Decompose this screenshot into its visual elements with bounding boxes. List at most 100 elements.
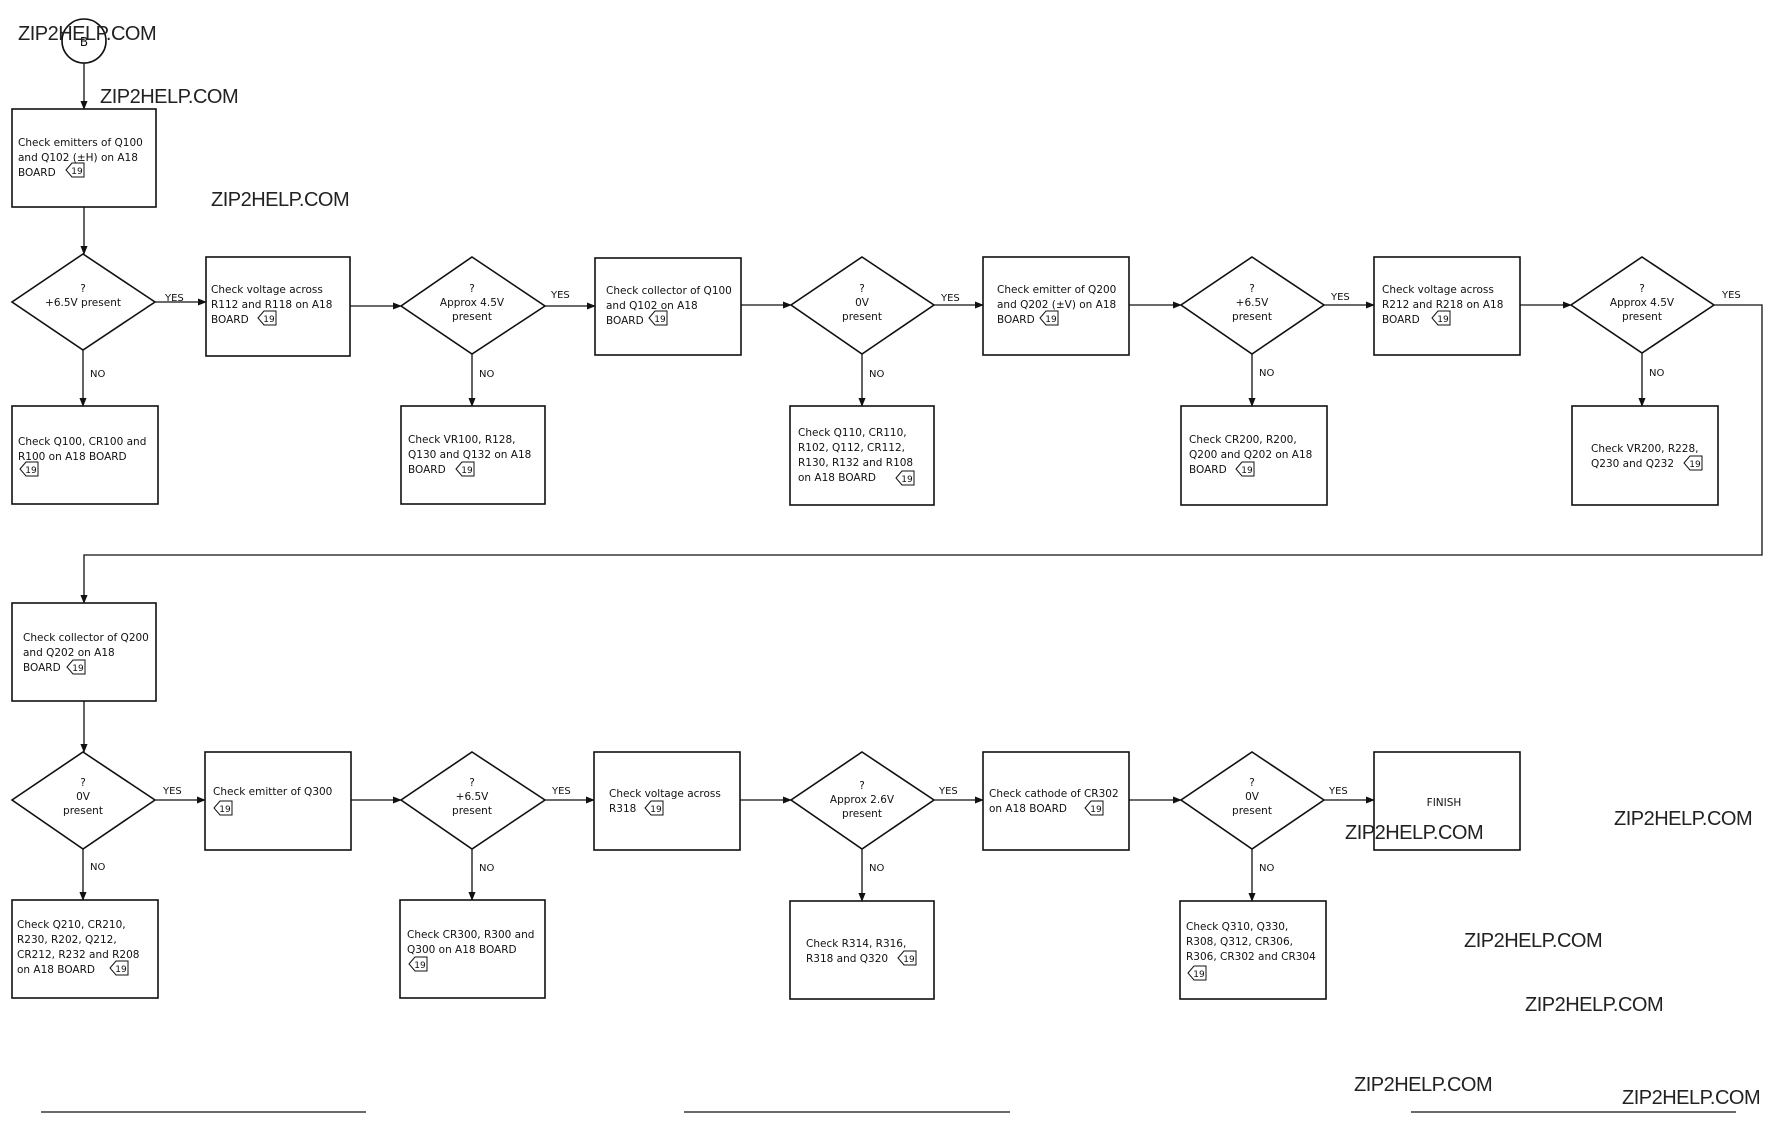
- svg-text:Check VR100, R128,Q130 and Q13: Check VR100, R128,Q130 and Q132 on A18BO…: [408, 434, 531, 476]
- board-ref-marker: 19: [1039, 310, 1059, 326]
- board-ref-marker: 19: [1235, 461, 1255, 477]
- svg-text:19: 19: [1241, 466, 1253, 476]
- no-label: NO: [1649, 368, 1664, 379]
- no-label: NO: [90, 369, 105, 380]
- svg-text:19: 19: [263, 315, 275, 325]
- board-ref-marker: 19: [66, 659, 86, 675]
- svg-text:Check CR200, R200,Q200 and Q20: Check CR200, R200,Q200 and Q202 on A18BO…: [1189, 434, 1312, 476]
- board-ref-marker: 19: [644, 800, 664, 816]
- svg-text:Check Q210, CR210,R230, R202,: Check Q210, CR210,R230, R202, Q212,CR212…: [17, 919, 139, 976]
- yes-label: YES: [940, 293, 960, 304]
- svg-text:19: 19: [901, 475, 913, 485]
- row1-branch-labels: YES NO YES NO YES NO YES NO YES NO: [90, 290, 1741, 380]
- svg-text:19: 19: [219, 805, 231, 815]
- no-label: NO: [1259, 368, 1274, 379]
- svg-text:19: 19: [1689, 460, 1701, 470]
- svg-text:19: 19: [1090, 805, 1102, 815]
- board-ref-marker: 19: [1431, 310, 1451, 326]
- svg-text:19: 19: [1193, 970, 1205, 980]
- board-ref-marker: 19: [895, 470, 915, 486]
- watermarks: ZIP2HELP.COM ZIP2HELP.COM ZIP2HELP.COM Z…: [18, 23, 1761, 1109]
- svg-text:Check emitter of Q300: Check emitter of Q300: [213, 786, 332, 798]
- yes-label: YES: [1328, 786, 1348, 797]
- board-ref-marker: 19: [19, 461, 39, 477]
- no-label: NO: [869, 863, 884, 874]
- board-ref-marker: 19: [897, 950, 917, 966]
- watermark: ZIP2HELP.COM: [211, 189, 349, 211]
- box-check-emitter-q300: Check emitter of Q300 19: [204, 751, 352, 851]
- svg-text:19: 19: [72, 664, 84, 674]
- svg-text:Check Q110, CR110,R102, Q112,: Check Q110, CR110,R102, Q112, CR112,R130…: [798, 427, 913, 484]
- start-connector: B: [61, 18, 107, 64]
- board-ref-marker: 19: [65, 162, 85, 178]
- svg-text:19: 19: [115, 965, 127, 975]
- svg-text:19: 19: [414, 961, 426, 971]
- row2-connectors: [79, 701, 1375, 902]
- board-ref-marker: 19: [1187, 965, 1207, 981]
- svg-text:FINISH: FINISH: [1427, 797, 1462, 809]
- decision-6-5v-present: ?+6.5V present: [10, 253, 157, 351]
- box-check-q210-cr210-r230: Check Q210, CR210,R230, R202, Q212,CR212…: [11, 899, 159, 999]
- svg-text:19: 19: [650, 805, 662, 815]
- board-ref-marker: 19: [408, 956, 428, 972]
- yes-label: YES: [162, 786, 182, 797]
- watermark: ZIP2HELP.COM: [100, 86, 238, 108]
- svg-text:?+6.5V present: ?+6.5V present: [45, 283, 121, 309]
- watermark: ZIP2HELP.COM: [1345, 822, 1483, 844]
- watermark: ZIP2HELP.COM: [18, 23, 156, 45]
- svg-text:19: 19: [1437, 315, 1449, 325]
- yes-label: YES: [1330, 292, 1350, 303]
- svg-text:19: 19: [1045, 315, 1057, 325]
- yes-label: YES: [164, 293, 184, 304]
- svg-text:19: 19: [903, 955, 915, 965]
- board-ref-marker: 19: [1084, 800, 1104, 816]
- svg-text:19: 19: [654, 315, 666, 325]
- board-ref-marker: 19: [455, 461, 475, 477]
- svg-text:Check Q310, Q330,R308, Q312, C: Check Q310, Q330,R308, Q312, CR306,R306,…: [1186, 921, 1316, 963]
- row1-connectors: [79, 63, 1763, 604]
- no-label: NO: [90, 862, 105, 873]
- svg-text:19: 19: [461, 466, 473, 476]
- no-label: NO: [479, 369, 494, 380]
- yes-label: YES: [1721, 290, 1741, 301]
- board-ref-marker: 19: [648, 310, 668, 326]
- board-ref-marker: 19: [213, 800, 233, 816]
- start-label: B: [80, 35, 88, 49]
- watermark: ZIP2HELP.COM: [1354, 1074, 1492, 1096]
- no-label: NO: [1259, 863, 1274, 874]
- box-check-q310-q330-r308: Check Q310, Q330,R308, Q312, CR306,R306,…: [1179, 900, 1327, 1000]
- yes-label: YES: [551, 786, 571, 797]
- watermark: ZIP2HELP.COM: [1622, 1087, 1760, 1109]
- no-label: NO: [479, 863, 494, 874]
- board-ref-marker: 19: [1683, 455, 1703, 471]
